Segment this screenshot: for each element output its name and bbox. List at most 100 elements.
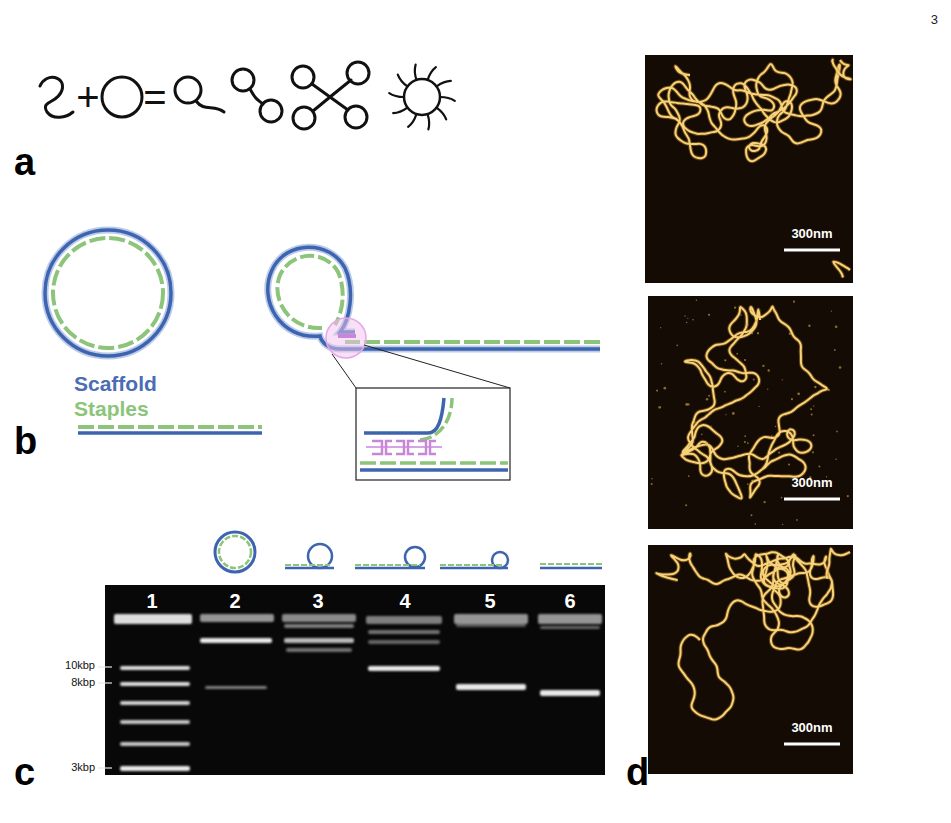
junction-zoom [364,345,510,388]
afm-images [827,549,850,579]
afm-images [701,434,703,436]
topology-sketches [404,79,440,115]
topology-sketches [393,108,407,113]
afm-images [832,59,851,79]
agarose-gel [120,682,190,686]
agarose-gel [200,638,272,643]
afm-images [767,369,769,371]
agarose-gel [540,690,600,696]
lane-icons [540,563,602,565]
afm-images [847,495,849,497]
lane-icons [440,564,503,566]
afm-images [694,421,696,423]
agarose-gel [120,720,190,724]
afm-images [788,463,790,465]
afm-images [784,249,840,252]
topology-sketches [437,108,447,120]
lane-icons [355,564,420,566]
scale-bar-label: 300nm [791,721,832,735]
agarose-gel [454,614,528,624]
lasso-construct [345,340,600,344]
agarose-gel [456,624,526,627]
afm-images [810,408,812,410]
afm-images [748,454,750,456]
afm-images [746,323,749,326]
equals-sign: = [143,75,166,119]
afm-images [744,441,746,443]
afm-images [681,307,827,499]
topology-sketches [293,107,315,129]
topology-sketches [175,77,201,103]
afm-images [836,431,838,433]
lane-icons [219,536,251,568]
afm-images [818,465,820,467]
page-number: 3 [931,13,938,27]
afm-images [751,332,753,334]
lasso-construct [326,318,366,358]
lasso-construct [268,247,600,349]
lane-number: 5 [484,590,495,612]
afm-images [656,390,658,392]
lane-icons [215,532,255,572]
topology-sketches [408,114,416,127]
lasso-construct [338,334,356,338]
afm-images [708,395,710,397]
agarose-gel [456,684,526,690]
afm-images [651,478,652,479]
afm-images [834,349,836,351]
topology-sketches [40,62,455,129]
afm-images [781,497,783,499]
lane-number: 4 [399,590,410,612]
scaffold-ring [45,230,171,356]
afm-images [832,59,851,79]
panel-letter: c [14,752,35,794]
afm-images [657,64,841,161]
afm-images [651,483,653,485]
afm-images [685,403,688,406]
afm-images [684,315,686,317]
afm-images [737,445,739,447]
afm-images [771,435,773,437]
agarose-gel [120,701,190,705]
scaffold-legend: Scaffold [74,372,157,395]
afm-images [724,359,726,361]
afm-images [656,552,833,719]
afm-images [789,332,791,334]
lasso-construct [268,247,600,358]
afm-images [688,475,690,477]
topology-sketches [437,81,451,86]
agarose-gel [120,766,190,771]
agarose-gel [120,742,190,746]
afm-images [811,413,813,415]
topology-sketches [440,97,455,101]
afm-images [833,262,850,278]
topology-sketches [345,106,367,128]
afm-images [747,483,749,485]
lane-number: 6 [564,590,575,612]
agarose-gel [366,616,442,624]
topology-sketches [428,114,430,129]
agarose-gel [114,614,192,624]
afm-images [686,322,688,324]
afm-images [753,378,755,380]
afm-images [757,332,759,334]
scale-bar-label: 300nm [791,227,832,241]
afm-images [833,262,850,278]
agarose-gel [284,638,354,643]
topology-sketches [292,66,314,88]
afm-images [762,365,764,367]
afm-images [648,545,853,774]
afm-images [658,406,661,409]
afm-images [814,386,816,388]
afm-images [774,437,776,439]
agarose-gel [98,682,112,683]
agarose-gel [540,626,600,629]
lane-icons [355,567,425,570]
afm-images [808,325,810,327]
topology-sketches [389,65,455,130]
topology-sketches [260,100,282,122]
afm-images [656,549,850,720]
linear-duplex [78,427,262,433]
afm-images [656,390,657,391]
agarose-gel [286,648,352,652]
